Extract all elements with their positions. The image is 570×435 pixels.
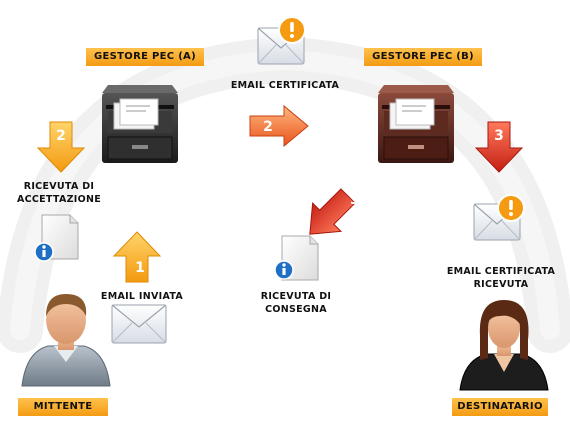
arrow-icon (112, 231, 162, 283)
ricevuta-consegna-label-line1: RICEVUTA DI (260, 291, 332, 302)
info-icon (34, 242, 54, 262)
step-number: 3 (494, 128, 504, 144)
step-number: 2 (56, 128, 66, 144)
tag-gestore-a-bg (86, 48, 204, 66)
arrow-icon (249, 104, 309, 148)
gestore-b-label: GESTORE PEC (B) (372, 51, 474, 62)
tag-gestore-b-bg (364, 48, 482, 66)
person-icon (459, 300, 549, 391)
arrow-icon (474, 121, 524, 173)
ricevuta-accettazione-label-line1: RICEVUTA DI (23, 181, 95, 192)
ricevuta-consegna-label-line2: CONSEGNA (265, 304, 327, 315)
tag-mittente-bg (18, 398, 108, 416)
person-icon (21, 294, 111, 387)
email-inviata-label: EMAIL INVIATA (100, 291, 184, 302)
email-ricevuta-label-line2: RICEVUTA (473, 279, 529, 290)
alert-icon (497, 194, 525, 222)
tag-destinatario-bg (452, 398, 548, 416)
arrow-icon (309, 188, 356, 235)
ricevuta-accettazione-label-line2: ACCETTAZIONE (16, 194, 102, 205)
arrow-icon (36, 121, 86, 173)
envelope-icon (111, 304, 167, 344)
filing-cabinet-icon (378, 85, 454, 163)
email-ricevuta-label-line1: EMAIL CERTIFICATA (446, 266, 556, 277)
alert-icon (278, 16, 306, 44)
filing-cabinet-icon (102, 85, 178, 163)
mittente-label: MITTENTE (33, 401, 93, 412)
gestore-a-label: GESTORE PEC (A) (94, 51, 196, 62)
step-number: 3 (350, 192, 360, 208)
step-number: 1 (135, 260, 145, 276)
info-icon (274, 260, 294, 280)
step-number: 2 (263, 119, 273, 135)
destinatario-label: DESTINATARIO (457, 401, 543, 412)
email-certificata-label: EMAIL CERTIFICATA (230, 80, 340, 91)
